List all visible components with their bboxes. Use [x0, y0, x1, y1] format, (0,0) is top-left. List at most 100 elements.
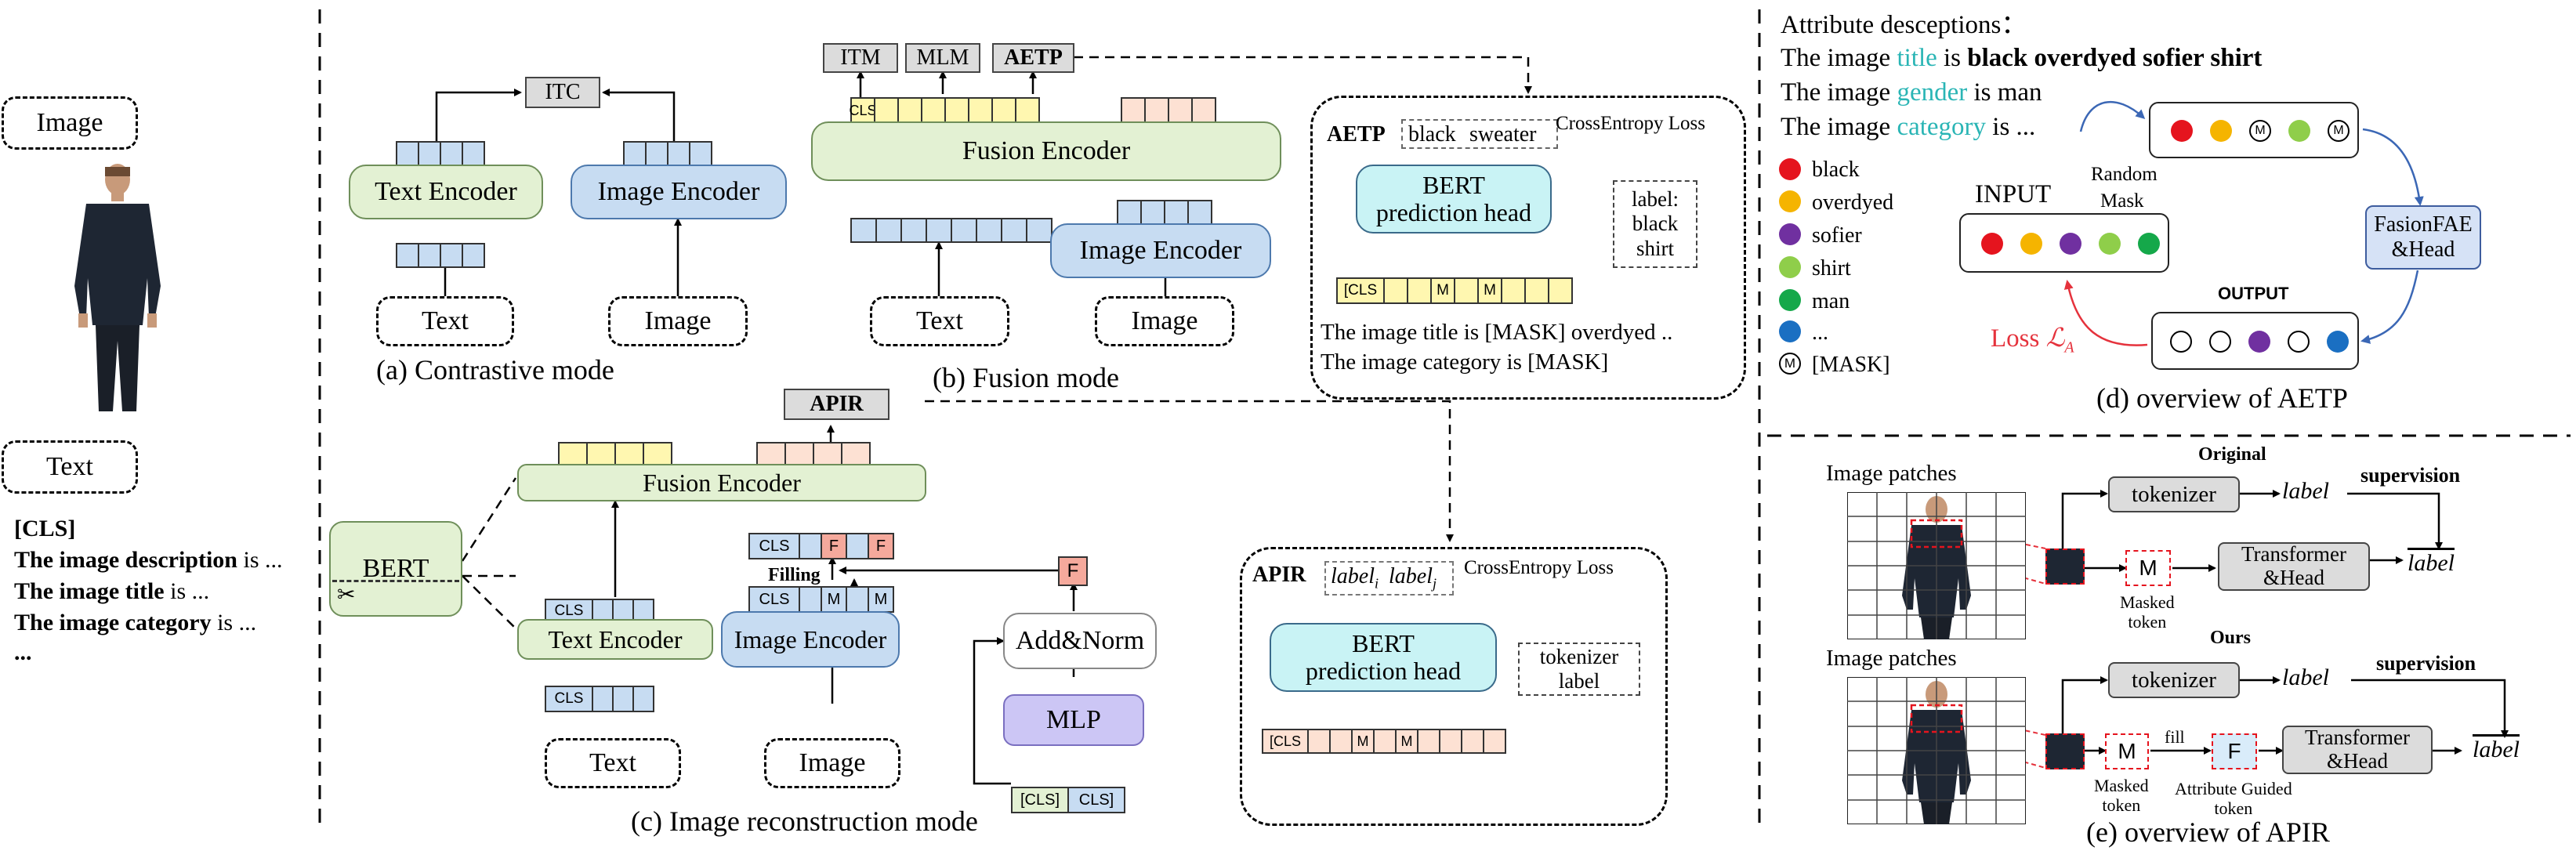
- label-original: label: [2282, 478, 2329, 504]
- bert-block: BERT: [329, 521, 462, 617]
- supervision-label-ours: supervision: [2376, 652, 2476, 675]
- legend-overdyed-dot: [1779, 190, 1801, 212]
- aetp-box: AETP: [992, 43, 1074, 73]
- aetp-loss-label: CrossEntropy Loss: [1556, 113, 1705, 134]
- tokenizer-box-original: tokenizer: [2108, 476, 2240, 512]
- fusion-encoder-c: Fusion Encoder: [517, 464, 926, 501]
- attr-line-ellipsis: ...: [14, 639, 32, 665]
- ours-label: Ours: [2210, 628, 2252, 648]
- patch-grid-ours: [1846, 676, 2027, 825]
- cls-token-text: [CLS]: [14, 516, 76, 541]
- model-photo: [55, 161, 180, 415]
- masked-token-ours: M: [2105, 733, 2149, 769]
- label-bar-original: label: [2408, 550, 2455, 576]
- aetp-text-line2: The image category is [MASK]: [1321, 349, 1609, 375]
- caption-d: (d) overview of AETP: [2096, 382, 2348, 414]
- masked-sequence: M M: [2149, 102, 2359, 158]
- image-encoder-b: Image Encoder: [1050, 223, 1271, 278]
- masked-token-original: M: [2125, 550, 2171, 586]
- legend-more-label: ...: [1812, 320, 1828, 345]
- text-encoder-c: Text Encoder: [517, 619, 713, 660]
- predicted-label-i: labeli: [1331, 564, 1379, 592]
- text-input-tokens-b: [850, 218, 1054, 243]
- patch-crop-ours: [2045, 733, 2085, 769]
- tokenizer-box-ours: tokenizer: [2108, 662, 2240, 698]
- aetp-text-line1: The image title is [MASK] overdyed ..: [1321, 320, 1673, 345]
- text-input-tokens-a: [396, 243, 488, 268]
- text-input-box: Text: [2, 440, 138, 494]
- fill-label: fill: [2165, 727, 2185, 747]
- legend-shirt-label: shirt: [1812, 256, 1851, 281]
- bert-split-line: [332, 580, 459, 582]
- apir-input-tokens: [CLS M M: [1262, 729, 1520, 754]
- apir-inset-title: APIR: [1252, 563, 1306, 587]
- apir-loss-label: CrossEntropy Loss: [1464, 557, 1614, 578]
- attr-line-category: The image category is ...: [14, 610, 257, 635]
- itc-box: ITC: [525, 77, 600, 108]
- label-bar-ours: label: [2473, 737, 2520, 762]
- attr-desc-category: The image category is ...: [1781, 113, 2036, 141]
- legend-mask-label: [MASK]: [1812, 353, 1890, 377]
- aetp-input-tokens: [CLS M M: [1336, 277, 1587, 304]
- image-input-box: Image: [2, 96, 138, 150]
- text-box-a: Text: [376, 296, 514, 346]
- patches-label-original: Image patches: [1826, 461, 1957, 486]
- legend-man-label: man: [1812, 289, 1850, 313]
- caption-e: (e) overview of APIR: [2086, 816, 2330, 848]
- fused-image-tokens: CLS F F: [748, 533, 897, 559]
- text-box-c: Text: [545, 738, 681, 788]
- image-box-b: Image: [1095, 296, 1234, 346]
- patch-crop-original: [2045, 548, 2085, 585]
- aetp-inset: [1310, 96, 1746, 400]
- masked-image-tokens: CLS M M: [748, 586, 897, 613]
- original-label: Original: [2198, 444, 2266, 465]
- fusion-encoder-b: Fusion Encoder: [811, 121, 1281, 181]
- text-label: Text: [46, 452, 93, 481]
- aetp-inset-title: AETP: [1327, 122, 1386, 147]
- input-sequence: [1959, 213, 2169, 273]
- fasionfae-head-box: FasionFAE&Head: [2365, 205, 2481, 270]
- image-encoder-c: Image Encoder: [721, 611, 900, 668]
- separators: [318, 9, 2571, 823]
- legend-overdyed-label: overdyed: [1812, 190, 1894, 215]
- fusion-output-image-tokens: [1121, 97, 1223, 124]
- predicted-word-sweater: sweater: [1469, 122, 1537, 147]
- transformer-box-original: Transformer&Head: [2218, 542, 2370, 591]
- input-label: INPUT: [1975, 180, 2052, 208]
- image-label: Image: [36, 108, 103, 137]
- transformer-box-ours: Transformer&Head: [2282, 726, 2433, 774]
- legend-more-dot: [1779, 320, 1801, 342]
- f-token-output: F: [1058, 556, 1088, 586]
- image-embed-tokens-b: [1117, 200, 1219, 225]
- random-mask-label-1: Random: [2091, 164, 2158, 185]
- image-embed-tokens-top: [623, 141, 716, 166]
- image-box-c: Image: [764, 738, 900, 788]
- scissors-icon: ✂: [337, 581, 356, 607]
- caption-b: (b) Fusion mode: [933, 362, 1119, 393]
- attr-line-title: The image title is ...: [14, 578, 210, 604]
- caption-c: (c) Image reconstruction mode: [631, 806, 978, 837]
- text-box-b: Text: [870, 296, 1009, 346]
- random-mask-label-2: Mask: [2100, 190, 2144, 212]
- mlp-input-tokens: [CLS] CLS]: [1011, 787, 1129, 813]
- add-norm-box: Add&Norm: [1003, 613, 1157, 669]
- legend-black-label: black: [1812, 157, 1860, 182]
- legend-shirt-dot: [1779, 256, 1801, 278]
- aetp-predicted-words: [1401, 119, 1558, 149]
- attr-line-description: The image description is ...: [14, 547, 283, 573]
- predicted-word-black: black: [1408, 122, 1456, 147]
- output-label: OUTPUT: [2218, 284, 2289, 303]
- filling-label: Filling: [768, 565, 821, 585]
- text-input-tokens-c: CLS: [545, 686, 662, 712]
- itm-box: ITM: [823, 43, 898, 73]
- legend-mask-icon: M: [1779, 353, 1801, 375]
- label-ours: label: [2282, 664, 2329, 690]
- text-encoder-a: Text Encoder: [349, 165, 543, 219]
